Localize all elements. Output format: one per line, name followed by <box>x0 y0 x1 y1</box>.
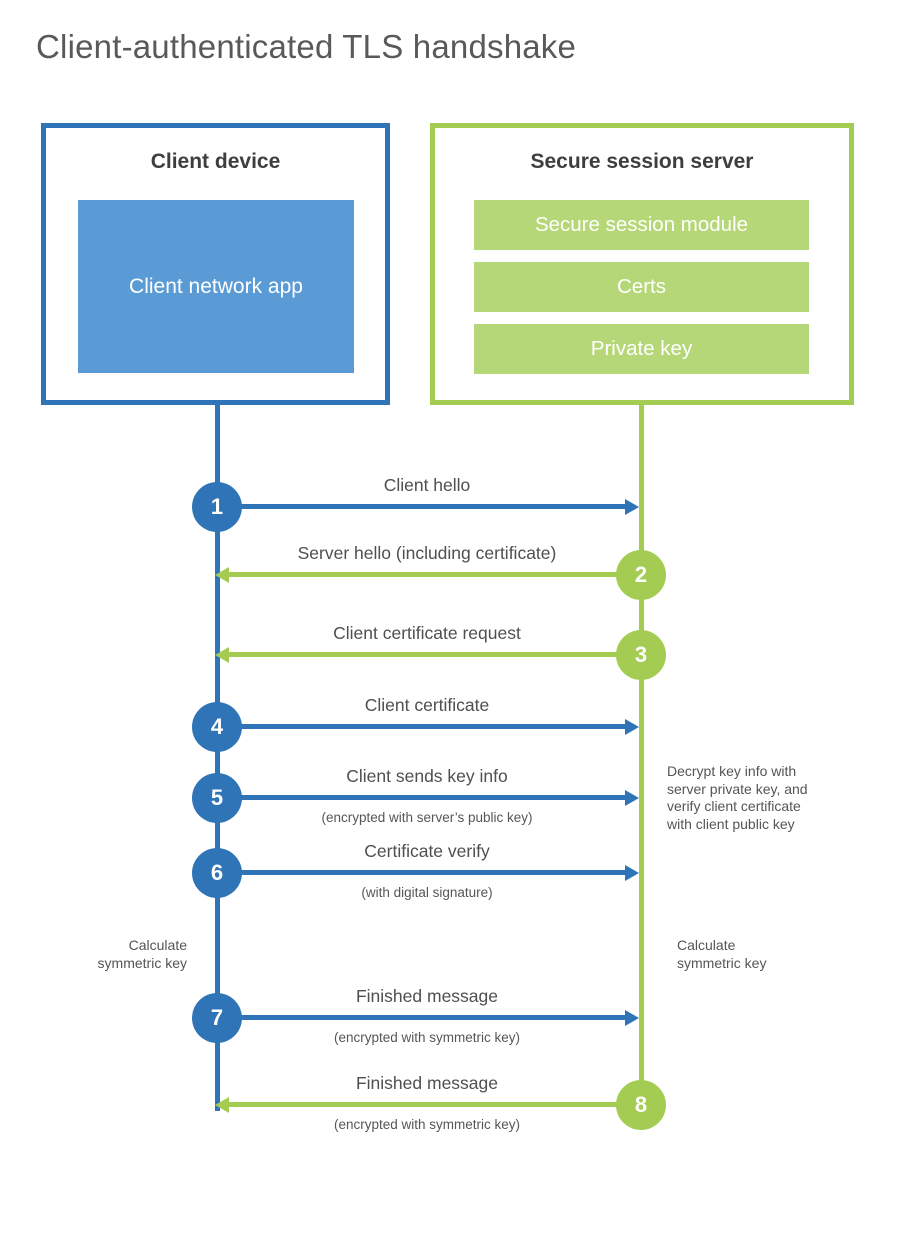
message-row-certificate-verify: Certificate verify (with digital signatu… <box>215 841 639 900</box>
arrow-line <box>228 1102 639 1107</box>
client-lifeline <box>215 405 220 1111</box>
message-row-server-hello: Server hello (including certificate) <box>215 543 639 583</box>
step-circle-7: 7 <box>192 993 242 1043</box>
message-label: Finished message <box>355 1073 499 1093</box>
message-sublabel: (encrypted with symmetric key) <box>333 1030 521 1045</box>
step-circle-4: 4 <box>192 702 242 752</box>
message-row-client-sends-key-info: Client sends key info (encrypted with se… <box>215 766 639 825</box>
message-sublabel: (with digital signature) <box>361 885 493 900</box>
server-module-private-key: Private key <box>474 324 809 374</box>
step-circle-6: 6 <box>192 848 242 898</box>
arrow-right-icon <box>625 718 639 735</box>
arrow-line <box>215 1015 626 1020</box>
message-row-finished-server: Finished message (encrypted with symmetr… <box>215 1073 639 1132</box>
message-row-client-hello: Client hello <box>215 475 639 515</box>
calculate-symmetric-key-client-note: Calculate symmetric key <box>97 937 187 971</box>
message-label: Server hello (including certificate) <box>297 543 557 563</box>
arrow-right-icon <box>625 498 639 515</box>
arrow-right-icon <box>625 1009 639 1026</box>
server-module-certs: Certs <box>474 262 809 312</box>
message-label: Client sends key info <box>346 766 508 786</box>
server-lifeline <box>639 405 644 1105</box>
client-device-title: Client device <box>150 150 281 173</box>
server-module-secure-session: Secure session module <box>474 200 809 250</box>
message-label: Client certificate <box>364 695 490 715</box>
step-circle-3: 3 <box>616 630 666 680</box>
server-box: Secure session server Secure session mod… <box>430 123 854 405</box>
step-circle-2: 2 <box>616 550 666 600</box>
arrow-line <box>215 795 626 800</box>
client-device-box: Client device Client network app <box>41 123 390 405</box>
server-title: Secure session server <box>530 150 754 173</box>
arrow-line <box>228 652 639 657</box>
decrypt-key-note: Decrypt key info with server private key… <box>667 763 808 832</box>
message-sublabel: (encrypted with symmetric key) <box>333 1117 521 1132</box>
arrow-line <box>228 572 639 577</box>
arrow-line <box>215 504 626 509</box>
arrow-right-icon <box>625 864 639 881</box>
arrow-line <box>215 870 626 875</box>
page-title: Client-authenticated TLS handshake <box>36 28 577 65</box>
message-row-client-certificate: Client certificate <box>215 695 639 735</box>
arrow-left-icon <box>215 566 229 583</box>
step-circle-5: 5 <box>192 773 242 823</box>
calculate-symmetric-key-server-note: Calculate symmetric key <box>677 937 767 971</box>
arrow-left-icon <box>215 646 229 663</box>
message-label: Client hello <box>383 475 471 495</box>
step-circle-8: 8 <box>616 1080 666 1130</box>
message-label: Finished message <box>355 986 499 1006</box>
arrow-right-icon <box>625 789 639 806</box>
message-label: Certificate verify <box>364 841 490 861</box>
arrow-line <box>215 724 626 729</box>
step-circle-1: 1 <box>192 482 242 532</box>
client-network-app-box: Client network app <box>78 200 354 373</box>
message-sublabel: (encrypted with server’s public key) <box>321 810 533 825</box>
message-label: Client certificate request <box>333 623 521 643</box>
message-row-finished-client: Finished message (encrypted with symmetr… <box>215 986 639 1045</box>
message-row-client-certificate-request: Client certificate request <box>215 623 639 663</box>
arrow-left-icon <box>215 1096 229 1113</box>
